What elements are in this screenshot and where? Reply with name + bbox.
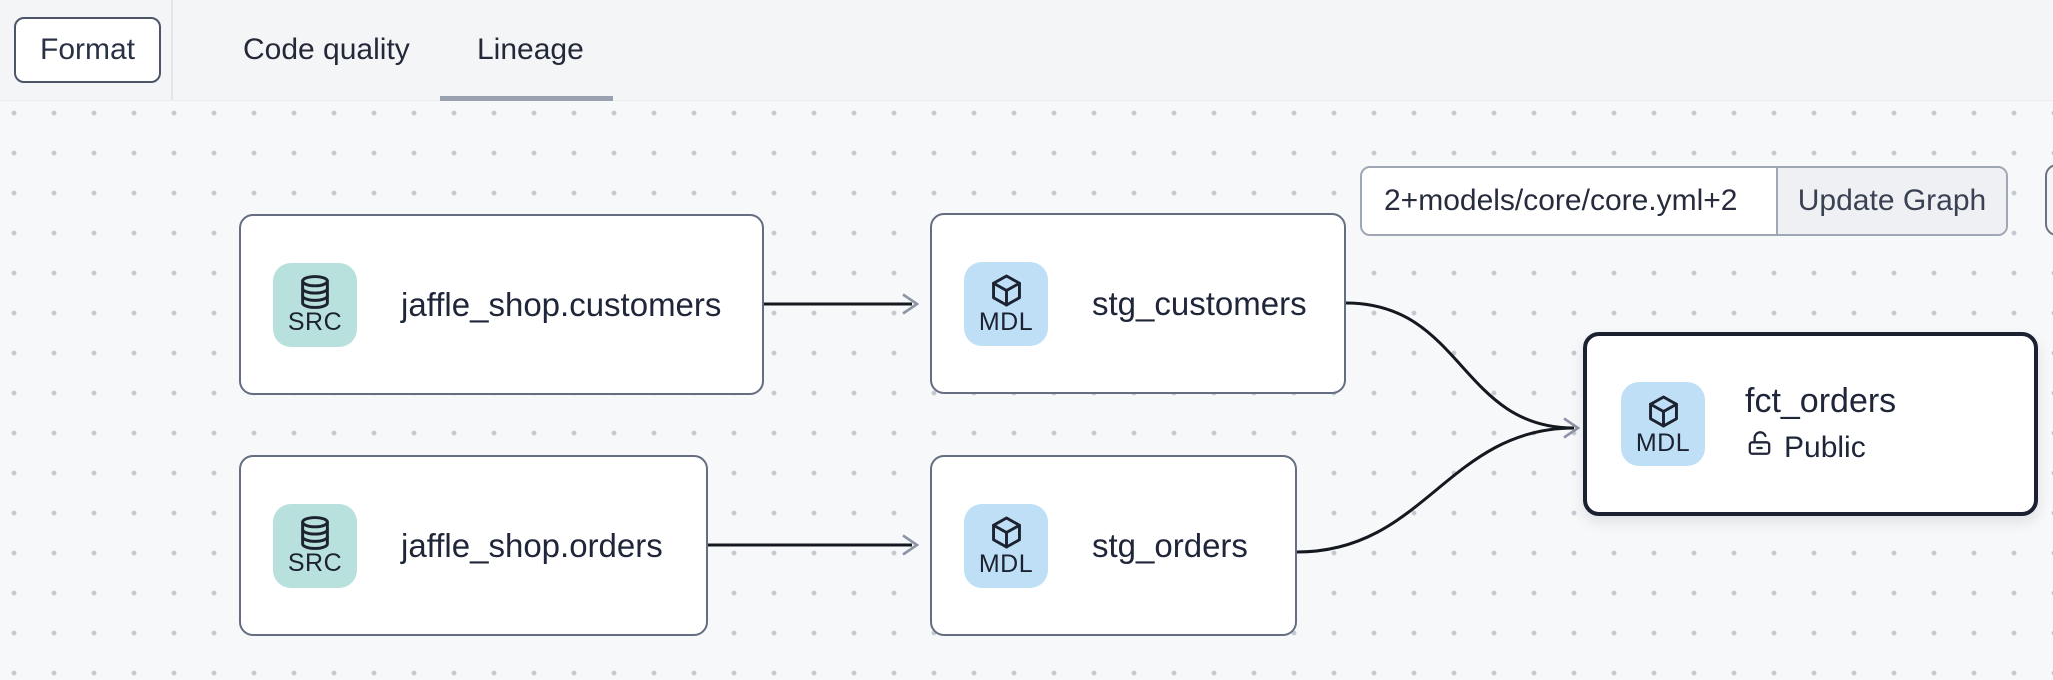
- database-icon: [296, 274, 334, 309]
- node-jaffle-shop-customers[interactable]: SRC jaffle_shop.customers: [239, 214, 764, 395]
- node-label: stg_orders: [1092, 526, 1248, 564]
- access-label: Public: [1784, 430, 1866, 464]
- editor-toolbar: Format Code quality Lineage: [0, 0, 2053, 101]
- tab-lineage[interactable]: Lineage: [477, 33, 584, 66]
- source-badge: SRC: [273, 503, 357, 588]
- node-stg-customers[interactable]: MDL stg_customers: [930, 213, 1346, 394]
- node-stg-orders[interactable]: MDL stg_orders: [930, 455, 1297, 636]
- access-row: Public: [1745, 429, 1896, 466]
- clipped-right-button[interactable]: [2045, 164, 2053, 236]
- format-button[interactable]: Format: [14, 17, 162, 83]
- model-badge: MDL: [964, 261, 1048, 346]
- node-label: fct_orders: [1745, 382, 1897, 420]
- node-label: jaffle_shop.customers: [401, 285, 722, 323]
- node-selector-input[interactable]: [1362, 168, 1776, 234]
- model-badge: MDL: [964, 503, 1048, 588]
- toolbar-divider: [171, 0, 173, 100]
- badge-type-label: MDL: [978, 308, 1034, 336]
- node-label: jaffle_shop.orders: [401, 526, 663, 564]
- badge-type-label: SRC: [287, 307, 343, 336]
- cube-icon: [988, 514, 1025, 551]
- badge-type-label: MDL: [1635, 428, 1691, 457]
- cube-icon: [1645, 393, 1682, 430]
- node-label: stg_customers: [1092, 284, 1307, 322]
- graph-selector-group: Update Graph: [1360, 166, 2008, 236]
- database-icon: [296, 515, 334, 550]
- source-badge: SRC: [273, 262, 357, 347]
- badge-type-label: MDL: [978, 550, 1034, 578]
- model-badge: MDL: [1621, 382, 1705, 466]
- node-jaffle-shop-orders[interactable]: SRC jaffle_shop.orders: [239, 455, 708, 636]
- tab-code-quality[interactable]: Code quality: [243, 33, 410, 66]
- badge-type-label: SRC: [287, 548, 343, 577]
- unlock-icon: [1745, 429, 1774, 466]
- cube-icon: [988, 272, 1025, 309]
- active-tab-underline: [440, 96, 613, 101]
- node-fct-orders[interactable]: MDL fct_orders Public: [1583, 332, 2038, 516]
- update-graph-button[interactable]: Update Graph: [1776, 168, 2006, 234]
